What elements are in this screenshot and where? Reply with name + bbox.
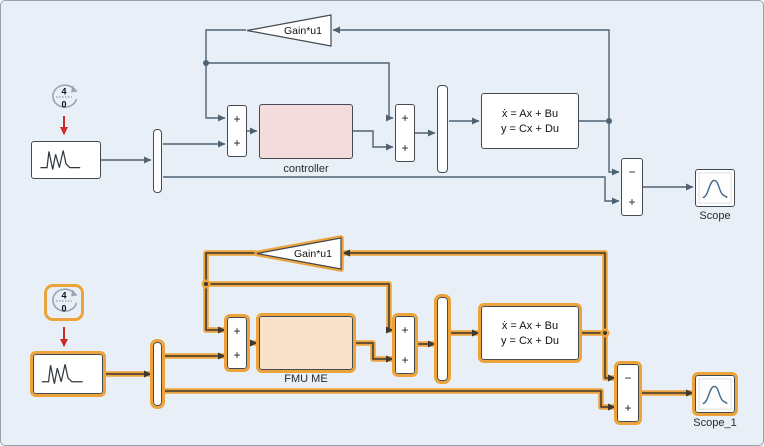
wire[interactable]	[602, 330, 618, 382]
wire[interactable]	[159, 388, 618, 411]
signal-editor-block[interactable]	[30, 351, 106, 397]
cycle-arrow-icon	[52, 84, 78, 108]
demux-block[interactable]	[150, 339, 165, 409]
mux-block[interactable]	[437, 85, 448, 173]
sum-block[interactable]: + +	[392, 313, 418, 377]
sum-block[interactable]: − +	[621, 158, 643, 216]
wire-group-top	[60, 26, 694, 205]
wire[interactable]	[205, 29, 246, 122]
repeating-sequence-block[interactable]: 4 0	[44, 284, 84, 321]
sum-block[interactable]: − +	[614, 361, 642, 425]
scope-curve-icon	[698, 378, 732, 410]
sum-sign: +	[233, 324, 241, 338]
sum-sign: +	[628, 195, 636, 209]
sum-block[interactable]: + +	[227, 105, 247, 157]
cycle-arrow-head-icon	[71, 289, 78, 297]
scope-block[interactable]	[695, 169, 735, 207]
cycle-arrow-head-icon	[71, 85, 78, 93]
seq-upper-value: 4	[61, 291, 66, 301]
demux-block[interactable]	[153, 129, 162, 193]
state-space-equation-2: y = Cx + Du	[500, 122, 560, 135]
sum-block[interactable]: + +	[395, 104, 415, 162]
fmu-block[interactable]	[256, 313, 356, 373]
wire[interactable]	[332, 26, 610, 122]
wire[interactable]	[206, 62, 394, 122]
gain-block[interactable]: Gain*u1	[254, 235, 344, 272]
gain-label: Gain*u1	[284, 25, 322, 37]
scope-block[interactable]	[692, 372, 738, 416]
wire[interactable]	[608, 121, 620, 176]
signal-waveform-icon	[40, 150, 81, 170]
controller-label: controller	[283, 163, 329, 175]
sum-sign: +	[401, 141, 409, 155]
wire[interactable]	[353, 130, 394, 151]
wire[interactable]	[340, 249, 608, 336]
sum-sign: +	[401, 353, 409, 367]
sum-sign: +	[624, 401, 632, 415]
state-space-block[interactable]: ẋ = Ax + Bu y = Cx + Du	[478, 303, 582, 363]
scope-label: Scope	[699, 210, 731, 222]
sum-sign: −	[628, 165, 636, 179]
state-space-equation-1: ẋ = Ax + Bu	[501, 107, 559, 120]
wire-group-bottom	[60, 249, 696, 411]
wire[interactable]	[163, 176, 620, 205]
gain-label: Gain*u1	[294, 248, 332, 260]
junction-dot	[204, 282, 208, 286]
wire[interactable]	[203, 250, 259, 334]
sum-sign: +	[233, 112, 241, 126]
wire[interactable]	[203, 281, 396, 334]
sum-sign: +	[401, 323, 409, 337]
state-space-block[interactable]: ẋ = Ax + Bu y = Cx + Du	[481, 93, 579, 149]
sum-sign: +	[233, 348, 241, 362]
state-space-equation-2: y = Cx + Du	[500, 334, 560, 347]
signal-waveform-icon	[41, 364, 83, 384]
fmu-label: FMU ME	[284, 373, 328, 385]
junction-dot	[203, 60, 209, 66]
scope-label: Scope_1	[693, 417, 737, 429]
sum-sign: +	[233, 136, 241, 150]
seq-lower-value: 0	[61, 100, 66, 110]
signal-editor-block[interactable]	[31, 141, 101, 179]
junction-dot	[603, 331, 607, 335]
junction-dot	[606, 118, 612, 124]
cycle-arrow-icon	[52, 288, 78, 312]
gain-block[interactable]: Gain*u1	[246, 14, 332, 47]
seq-upper-value: 4	[61, 87, 66, 97]
sum-block[interactable]: + +	[224, 314, 250, 372]
state-space-equation-1: ẋ = Ax + Bu	[501, 319, 559, 332]
scope-curve-icon	[698, 172, 732, 204]
sum-sign: +	[401, 111, 409, 125]
sum-sign: −	[624, 371, 632, 385]
repeating-sequence-block[interactable]: 4 0	[47, 83, 81, 114]
mux-block[interactable]	[434, 294, 451, 384]
seq-lower-value: 0	[61, 304, 66, 314]
controller-block[interactable]	[259, 104, 353, 159]
wire[interactable]	[350, 340, 396, 363]
